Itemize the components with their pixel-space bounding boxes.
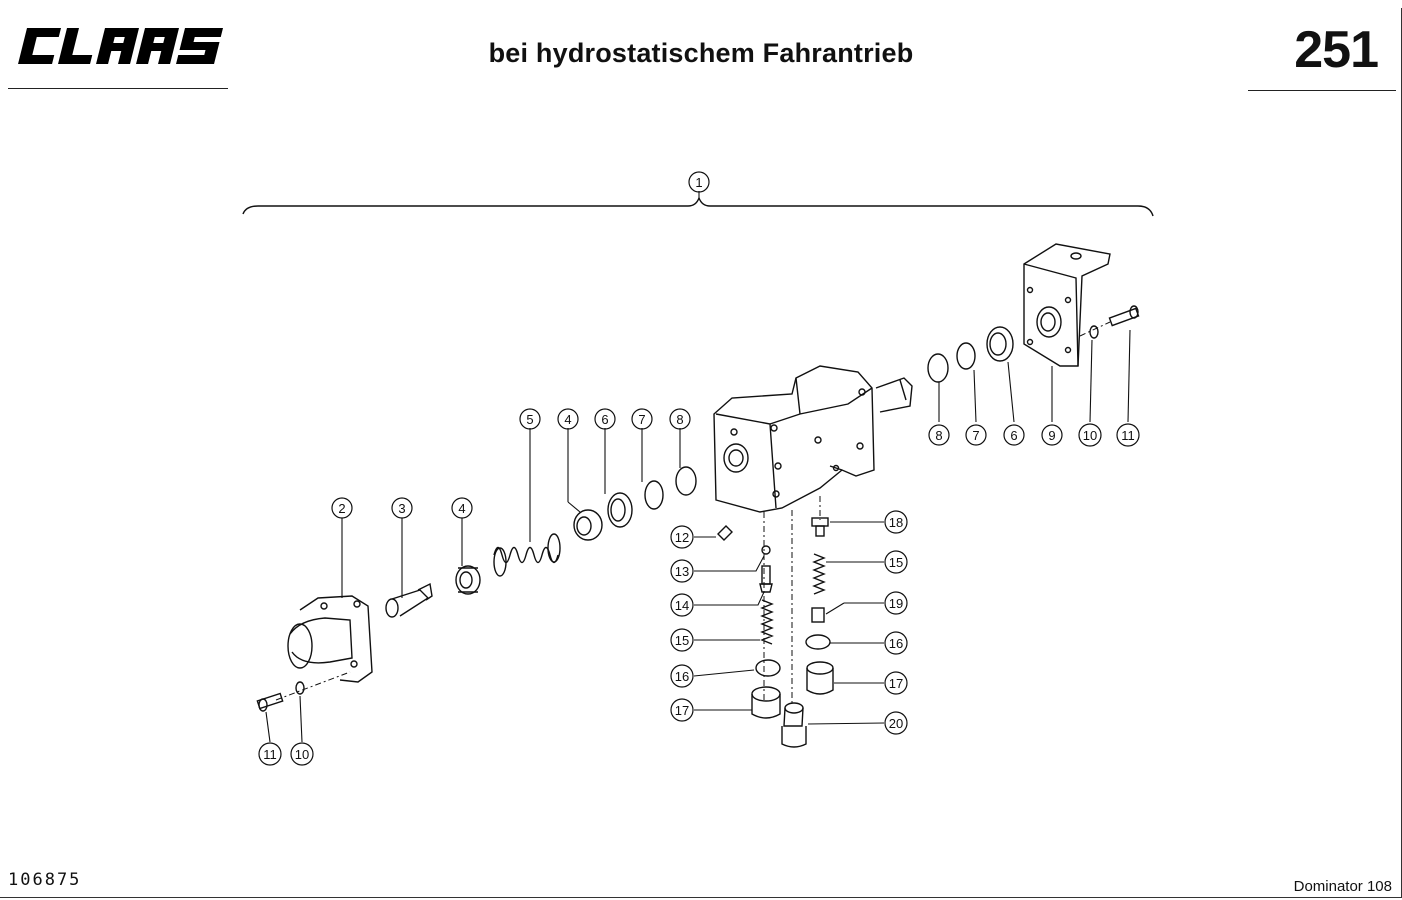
callout-4b: 4 [557, 408, 579, 430]
svg-text:11: 11 [263, 747, 277, 762]
svg-text:2: 2 [338, 501, 345, 516]
callout-15a: 15 [670, 628, 694, 652]
part-spring-5 [493, 533, 561, 577]
callout-3: 3 [391, 497, 413, 519]
part-valve-body [713, 365, 913, 513]
svg-text:18: 18 [889, 515, 903, 530]
callout-17b: 17 [884, 671, 908, 695]
svg-text:8: 8 [935, 428, 942, 443]
callout-18: 18 [884, 510, 908, 534]
callout-2: 2 [331, 497, 353, 519]
callout-7a: 7 [631, 408, 653, 430]
part-ring-6-right [986, 326, 1014, 362]
svg-text:7: 7 [638, 412, 645, 427]
page-number: 251 [1294, 21, 1379, 79]
callout-16a: 16 [670, 664, 694, 688]
callout-20: 20 [884, 711, 908, 735]
svg-text:12: 12 [675, 530, 689, 545]
callout-11a: 11 [1116, 423, 1140, 447]
part-screw-11-right [1108, 305, 1140, 327]
svg-text:1: 1 [695, 175, 702, 190]
svg-text:10: 10 [1083, 428, 1097, 443]
svg-text:10: 10 [295, 747, 309, 762]
part-plug-17-right [806, 661, 834, 695]
callout-6a: 6 [594, 408, 616, 430]
frame-border-bottom [0, 897, 1402, 898]
svg-text:7: 7 [972, 428, 979, 443]
callout-6b: 6 [1003, 424, 1025, 446]
svg-text:19: 19 [889, 596, 903, 611]
callout-11b: 11 [258, 742, 282, 766]
assembly-brace [242, 196, 1154, 217]
svg-text:13: 13 [675, 564, 689, 579]
callout-8b: 8 [928, 424, 950, 446]
svg-text:15: 15 [889, 555, 903, 570]
callout-1: 1 [688, 171, 710, 193]
part-washer-10-right [1089, 325, 1099, 339]
svg-text:16: 16 [889, 636, 903, 651]
part-ball-13 [761, 545, 771, 555]
svg-text:14: 14 [675, 598, 689, 613]
part-ring-7-left [644, 480, 664, 510]
svg-text:20: 20 [889, 716, 903, 731]
machine-model: Dominator 108 [1293, 878, 1392, 895]
header-rule-right [1248, 90, 1396, 91]
part-washer-10-left [295, 681, 305, 695]
callout-13: 13 [670, 559, 694, 583]
callout-14: 14 [670, 593, 694, 617]
svg-text:8: 8 [676, 412, 683, 427]
svg-text:11: 11 [1121, 428, 1135, 443]
part-screw-11-left [256, 692, 284, 712]
svg-text:5: 5 [526, 412, 533, 427]
header-rule-left [8, 88, 228, 89]
svg-text:6: 6 [1010, 428, 1017, 443]
svg-text:16: 16 [675, 669, 689, 684]
part-plug-12 [717, 525, 733, 541]
svg-text:3: 3 [398, 501, 405, 516]
svg-text:4: 4 [564, 412, 571, 427]
svg-text:17: 17 [675, 703, 689, 718]
part-plug-19 [811, 607, 825, 623]
callout-12: 12 [670, 525, 694, 549]
callout-9: 9 [1041, 424, 1063, 446]
part-bush-4-right [573, 509, 603, 541]
part-pin-3 [385, 582, 433, 618]
part-plug-17-left [751, 686, 781, 719]
callout-10a: 10 [1078, 423, 1102, 447]
svg-text:9: 9 [1048, 428, 1055, 443]
part-piston-14 [759, 565, 773, 593]
claas-logo [18, 28, 224, 64]
callout-15b: 15 [884, 550, 908, 574]
part-seal-16-right [805, 634, 831, 650]
callout-16b: 16 [884, 631, 908, 655]
part-seal-16-left [755, 659, 781, 677]
part-ring-7-right [956, 342, 976, 370]
part-cover-flange [287, 595, 373, 683]
callout-5: 5 [519, 408, 541, 430]
part-ring-8-right [927, 353, 949, 383]
callout-8a: 8 [669, 408, 691, 430]
part-bracket-9 [1023, 243, 1111, 367]
callout-10b: 10 [290, 742, 314, 766]
callout-4a: 4 [451, 497, 473, 519]
svg-text:6: 6 [601, 412, 608, 427]
svg-text:4: 4 [458, 501, 465, 516]
callout-17a: 17 [670, 698, 694, 722]
page-title: bei hydrostatischem Fahrantrieb [488, 38, 914, 68]
part-screw-18 [811, 517, 829, 537]
part-bush-4-left [455, 565, 481, 595]
part-spring-15-right [812, 553, 826, 595]
callout-19: 19 [884, 591, 908, 615]
svg-text:17: 17 [889, 676, 903, 691]
callout-7b: 7 [965, 424, 987, 446]
svg-text:15: 15 [675, 633, 689, 648]
part-ring-6-left [607, 492, 633, 528]
part-ring-8-left [675, 466, 697, 496]
part-fitting-20 [781, 702, 807, 748]
drawing-number: 106875 [8, 870, 82, 890]
callout-layer: 1 2 3 4 4 5 6 7 8 8 7 6 9 10 11 12 13 14… [258, 171, 1140, 766]
part-spring-15-left [760, 599, 774, 645]
